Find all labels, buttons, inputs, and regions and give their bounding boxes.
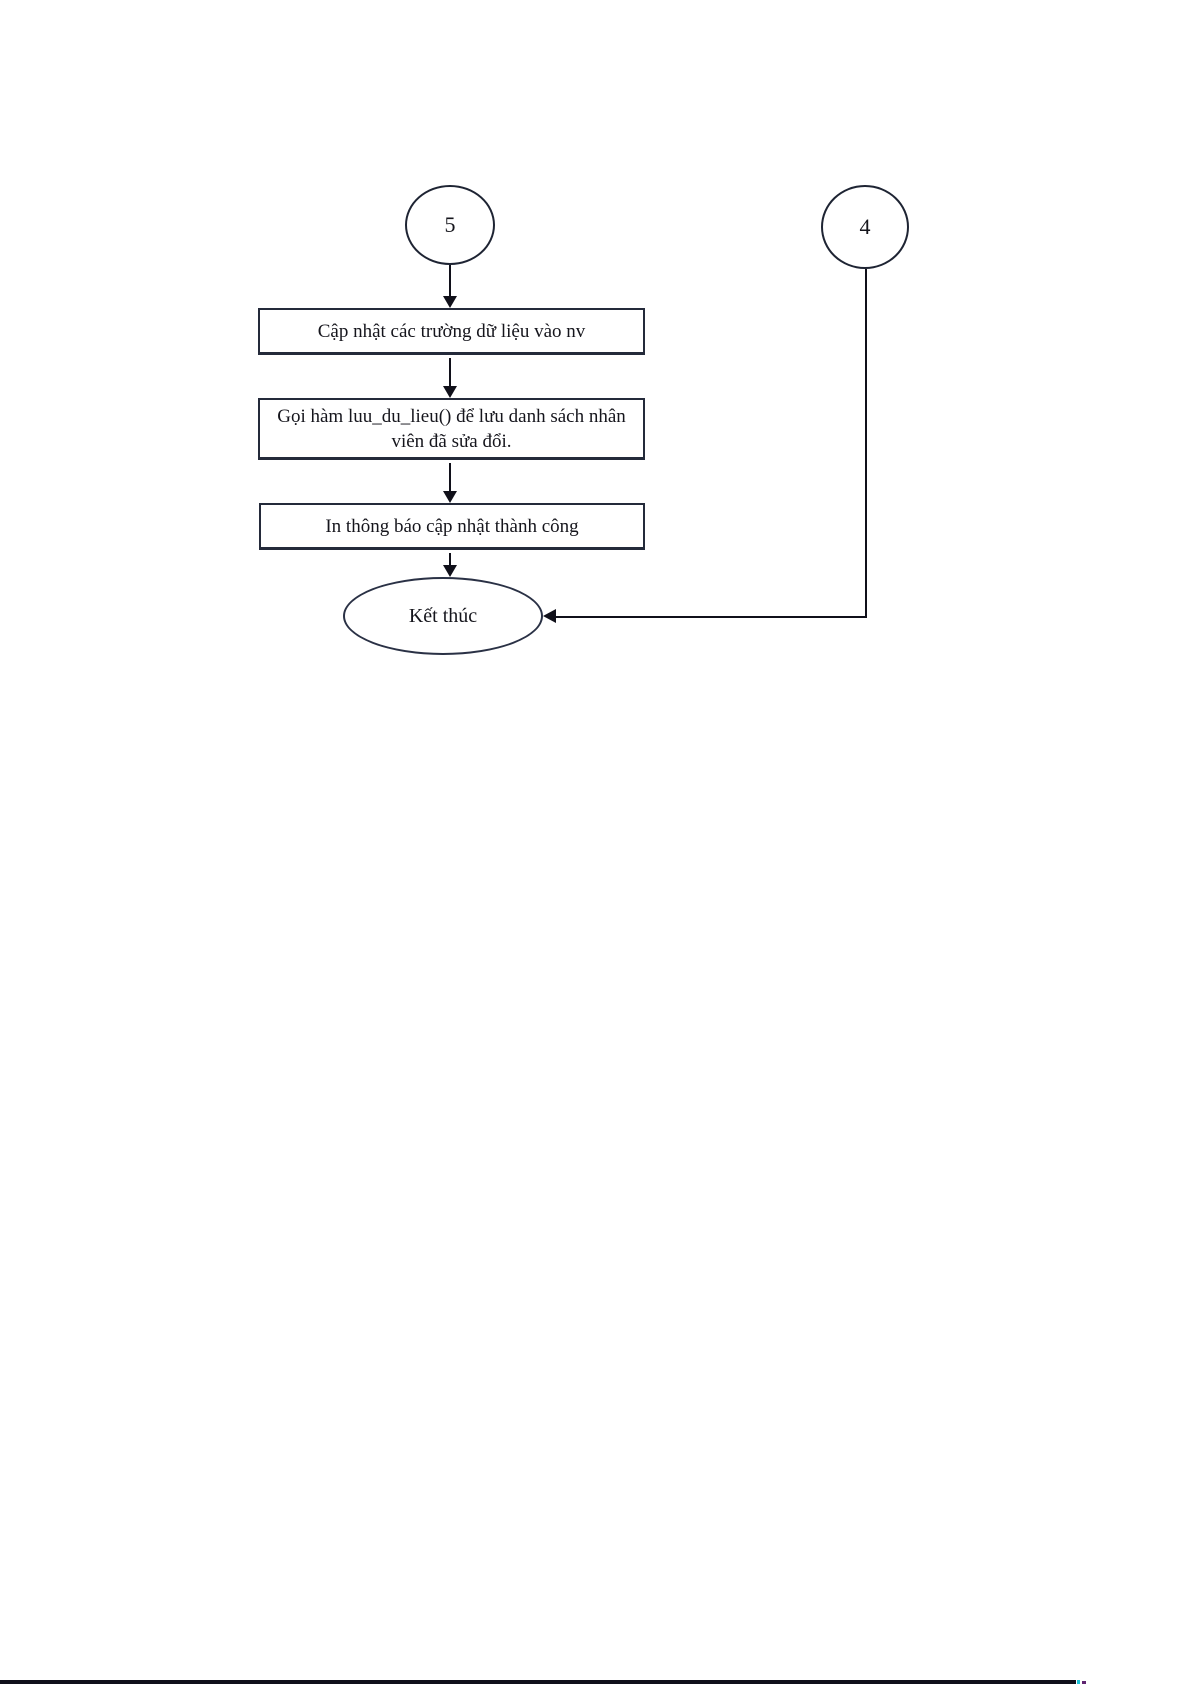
process-step-3-label: In thông báo cập nhật thành công xyxy=(325,515,579,537)
terminator-end-label: Kết thúc xyxy=(408,604,478,627)
offpage-connector-5-label: 5 xyxy=(444,212,456,237)
process-step-3: In thông báo cập nhật thành công xyxy=(259,503,645,550)
edge-5-to-step1-line xyxy=(449,265,451,297)
page-footer-fleck-purple xyxy=(1082,1681,1086,1684)
edge-step2-to-step3-line xyxy=(449,463,451,492)
edge-step3-to-end-line xyxy=(449,553,451,567)
edge-step1-to-step2-arrowhead xyxy=(443,386,457,398)
offpage-connector-4-label: 4 xyxy=(859,214,871,239)
offpage-connector-5: 5 xyxy=(405,185,495,265)
edge-5-to-step1-arrowhead xyxy=(443,296,457,308)
page-footer-rule xyxy=(0,1680,1076,1684)
process-step-1: Cập nhật các trường dữ liệu vào nv xyxy=(258,308,645,355)
offpage-connector-4: 4 xyxy=(821,185,909,269)
process-step-2: Gọi hàm luu_du_lieu() để lưu danh sách n… xyxy=(258,398,645,460)
edge-step2-to-step3-arrowhead xyxy=(443,491,457,503)
edge-step1-to-step2-line xyxy=(449,358,451,387)
process-step-1-label: Cập nhật các trường dữ liệu vào nv xyxy=(317,320,586,342)
edge-4-to-end-horizontal-line xyxy=(556,616,867,618)
edge-4-to-end-arrowhead xyxy=(543,609,556,623)
process-step-2-label: Gọi hàm luu_du_lieu() để lưu danh sách n… xyxy=(277,405,626,452)
terminator-end: Kết thúc xyxy=(343,577,543,655)
edge-4-to-end-vertical-line xyxy=(865,269,867,618)
page-footer-fleck-cyan xyxy=(1077,1680,1080,1684)
edge-step3-to-end-arrowhead xyxy=(443,565,457,577)
